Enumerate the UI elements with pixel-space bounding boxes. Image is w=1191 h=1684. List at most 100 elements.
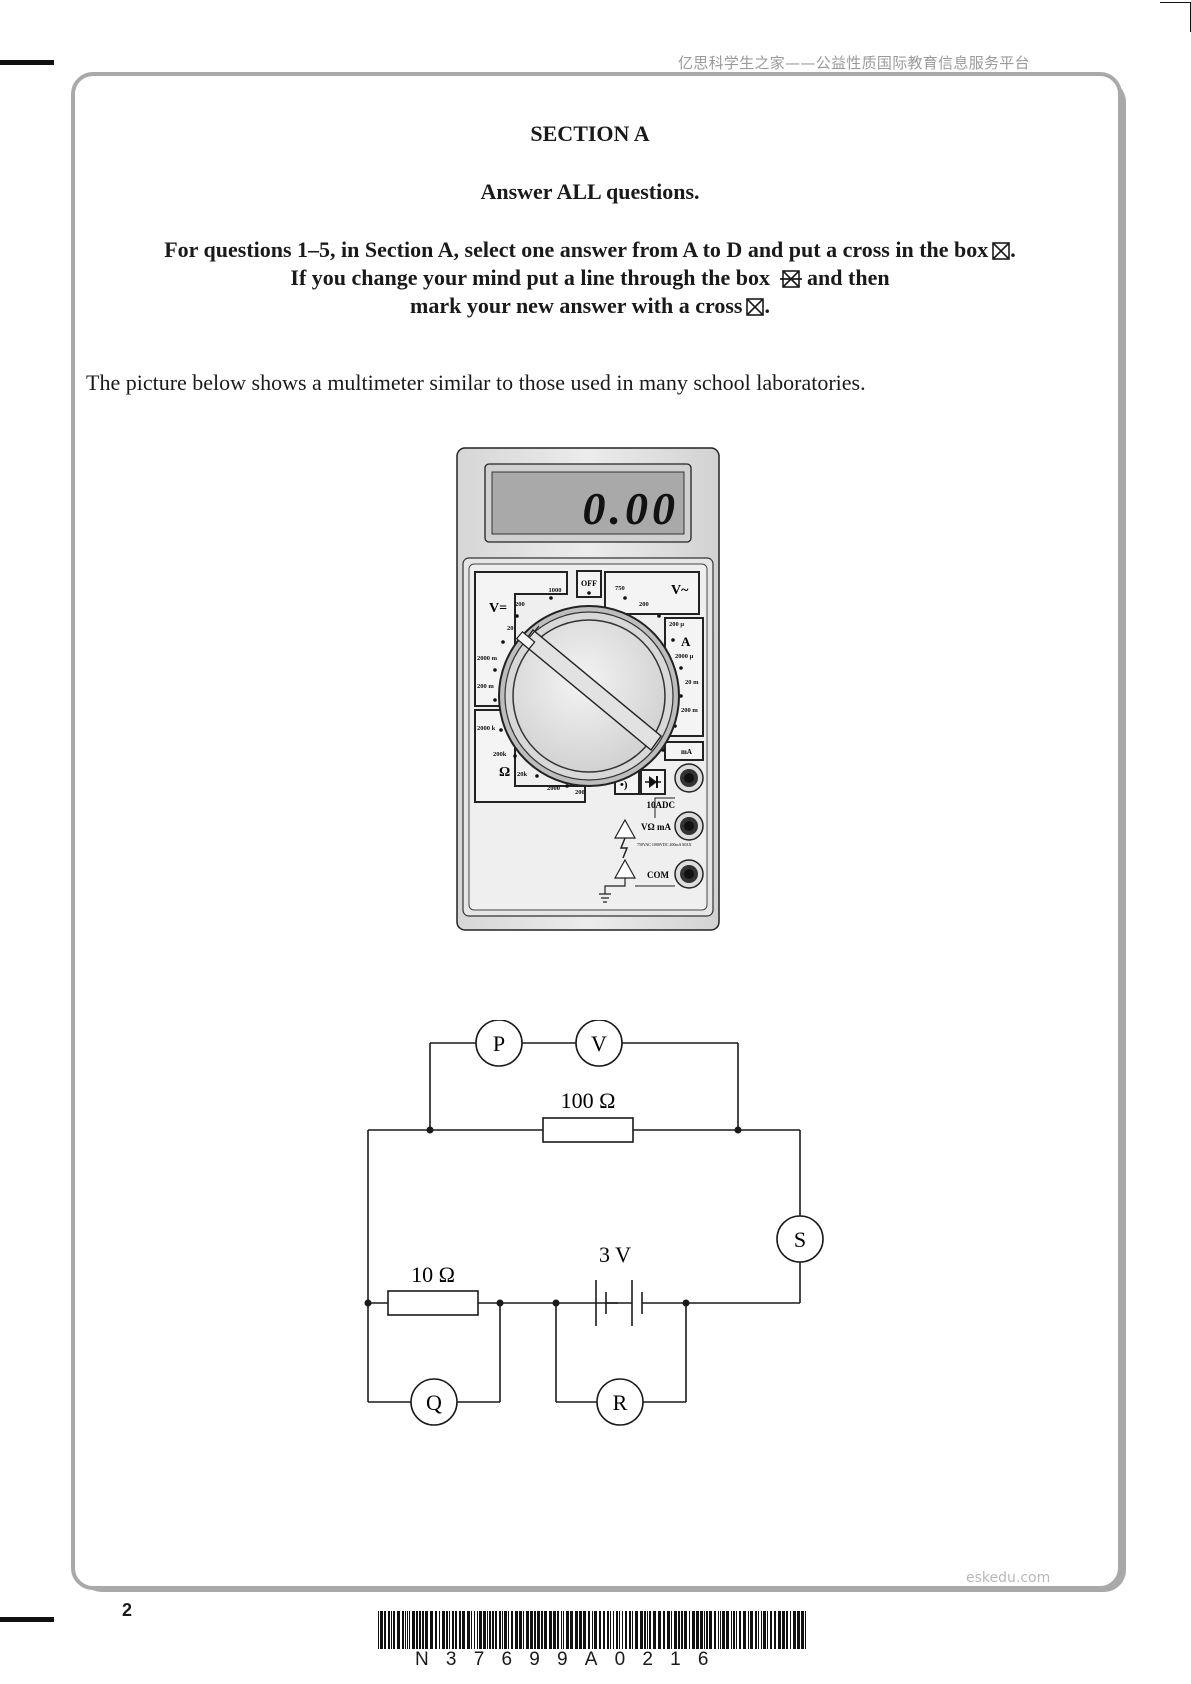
- barcode-bar: [774, 1611, 776, 1649]
- barcode-bar: [805, 1611, 806, 1649]
- resistor-100-label: 100 Ω: [561, 1088, 616, 1113]
- meter-p: P: [475, 1019, 523, 1067]
- barcode-bar: [489, 1611, 491, 1649]
- barcode-bar: [649, 1611, 651, 1649]
- barcode-bar: [689, 1611, 690, 1649]
- barcode-bar: [435, 1611, 437, 1649]
- barcode-bar: [653, 1611, 656, 1649]
- meter-s: S: [776, 1215, 824, 1263]
- instruction-line-3: mark your new answer with a cross.: [80, 292, 1100, 323]
- instruction-text-3: mark your new answer with a cross: [410, 293, 743, 318]
- barcode-bar: [474, 1611, 475, 1649]
- barcode-bar: [492, 1611, 494, 1649]
- meter-s-label: S: [794, 1227, 806, 1252]
- barcode-bar: [422, 1611, 424, 1649]
- barcode-bar: [442, 1611, 445, 1649]
- barcode-bar: [504, 1611, 507, 1649]
- barcode-bar: [511, 1611, 513, 1649]
- barcode-bar: [557, 1611, 559, 1649]
- label-v-ohm-ma: VΩ mA: [641, 822, 671, 832]
- label-ma: mA: [681, 748, 692, 756]
- barcode-bar: [797, 1611, 800, 1649]
- barcode-bar: [625, 1611, 627, 1649]
- barcode-bar: [384, 1611, 386, 1649]
- barcode-bar: [722, 1611, 725, 1649]
- barcode-bar: [397, 1611, 400, 1649]
- barcode-bar: [526, 1611, 529, 1649]
- resistor-10-label: 10 Ω: [411, 1262, 455, 1287]
- barcode-bar: [579, 1611, 582, 1649]
- instruction-text-1: For questions 1–5, in Section A, select …: [164, 237, 989, 262]
- barcode-bar: [416, 1611, 418, 1649]
- barcode-bar: [499, 1611, 501, 1649]
- barcode-bar: [563, 1611, 564, 1649]
- continuity-icon: •): [620, 779, 628, 791]
- barcode-bar: [483, 1611, 486, 1649]
- meter-r: R: [596, 1378, 644, 1426]
- barcode-bar: [477, 1611, 478, 1649]
- barcode-bar: [635, 1611, 638, 1649]
- intro-text: The picture below shows a multimeter sim…: [86, 370, 866, 395]
- barcode-bar: [575, 1611, 578, 1649]
- barcode-bar: [380, 1611, 383, 1649]
- barcode-bar: [599, 1611, 601, 1649]
- section-subtitle: Answer ALL questions.: [480, 179, 700, 204]
- barcode-bar: [700, 1611, 703, 1649]
- barcode-bar: [459, 1611, 461, 1649]
- barcode-bar: [530, 1611, 533, 1649]
- barcode-bar: [743, 1611, 746, 1649]
- range-a-20m: 20 m: [685, 679, 699, 686]
- barcode-bar: [696, 1611, 699, 1649]
- barcode-bar: [523, 1611, 524, 1649]
- crop-mark-top-right-h: [1160, 2, 1191, 3]
- site-watermark: eskedu.com: [966, 1570, 1051, 1586]
- barcode-bar: [739, 1611, 741, 1649]
- barcode-bar: [731, 1611, 732, 1649]
- range-ohm-2000k: 2000 k: [477, 725, 496, 732]
- range-vac-750: 750: [615, 585, 625, 592]
- barcode-bar: [378, 1611, 379, 1649]
- barcode-bar: [616, 1611, 618, 1649]
- barcode-bar: [566, 1611, 569, 1649]
- barcode-bar: [391, 1611, 392, 1649]
- range-ohm-20k: 20k: [517, 771, 528, 778]
- label-10adc: 10ADC: [647, 800, 676, 810]
- barcode-bar: [706, 1611, 708, 1649]
- instruction-line-2: If you change your mind put a line throu…: [80, 264, 1100, 295]
- barcode-bar: [709, 1611, 712, 1649]
- circuit-diagram: P V S Q R 100 Ω 10 Ω 3 V: [360, 1019, 840, 1445]
- barcode-bar: [619, 1611, 620, 1649]
- barcode-bar: [449, 1611, 450, 1649]
- range-ohm-200k: 200k: [493, 751, 507, 758]
- barcode-bar: [479, 1611, 482, 1649]
- barcode-bar: [674, 1611, 677, 1649]
- barcode-bar: [471, 1611, 472, 1649]
- barcode-bar: [750, 1611, 753, 1649]
- barcode-bar: [537, 1611, 540, 1649]
- meter-reading: 0.00: [583, 483, 680, 534]
- struck-box-icon: [779, 267, 802, 295]
- barcode-bar: [770, 1611, 772, 1649]
- label-ohm: Ω: [499, 765, 510, 780]
- range-ohm-2000: 2000: [547, 785, 560, 792]
- barcode-bar: [388, 1611, 390, 1649]
- barcode-bar: [671, 1611, 672, 1649]
- section-title: SECTION A: [530, 121, 650, 146]
- instruction-text-2b: and then: [807, 265, 890, 290]
- barcode-bar: [658, 1611, 661, 1649]
- barcode-bar: [629, 1611, 631, 1649]
- barcode-bar: [763, 1611, 766, 1649]
- barcode-bar: [402, 1611, 404, 1649]
- barcode-bar: [782, 1611, 785, 1649]
- barcode-bar: [561, 1611, 562, 1649]
- barcode-bar: [439, 1611, 440, 1649]
- diode-icon: [645, 776, 661, 788]
- barcode-bar: [748, 1611, 749, 1649]
- range-a-2000u: 2000 μ: [675, 653, 694, 660]
- meter-v-label: V: [591, 1031, 607, 1056]
- instruction-text-2a: If you change your mind put a line throu…: [290, 265, 771, 290]
- meter-p-label: P: [493, 1031, 505, 1056]
- label-vdc: V=: [489, 601, 507, 616]
- battery-cells: [595, 1280, 643, 1326]
- barcode-bar: [519, 1611, 522, 1649]
